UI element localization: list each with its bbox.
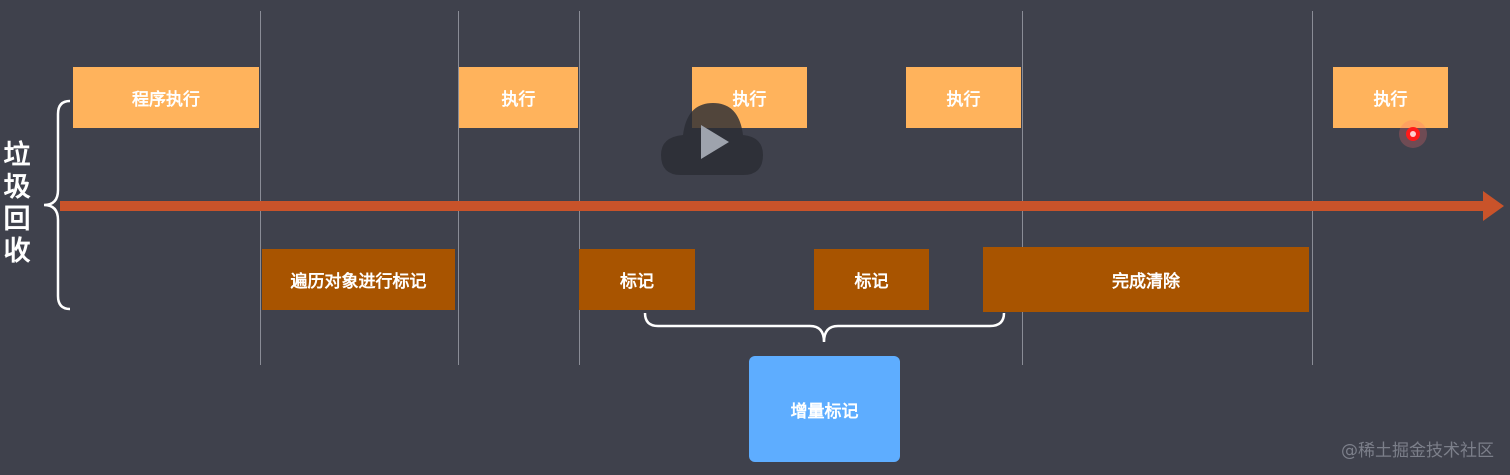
phase-divider xyxy=(260,11,261,365)
cursor-dot-icon xyxy=(1399,120,1427,148)
phase-divider xyxy=(1312,11,1313,365)
gc-sweep-block: 完成清除 xyxy=(983,247,1309,312)
phase-divider xyxy=(458,11,459,365)
execution-block: 执行 xyxy=(1333,67,1448,128)
execution-block: 执行 xyxy=(906,67,1021,128)
gc-mark-block: 标记 xyxy=(579,249,695,310)
phase-divider xyxy=(579,11,580,365)
execution-block: 执行 xyxy=(459,67,578,128)
watermark: @稀土掘金技术社区 xyxy=(1341,441,1494,461)
execution-block: 程序执行 xyxy=(73,67,259,128)
left-brace-icon xyxy=(43,99,71,311)
phase-divider xyxy=(1022,11,1023,365)
gc-mark-block: 标记 xyxy=(814,249,929,310)
play-icon[interactable] xyxy=(661,103,763,175)
incremental-marking-box: 增量标记 xyxy=(749,356,900,462)
gc-mark-block: 遍历对象进行标记 xyxy=(262,249,455,310)
gc-axis-label: 垃圾回收 xyxy=(3,140,31,267)
timeline-arrow-icon xyxy=(60,191,1504,221)
bottom-brace-icon xyxy=(643,312,1006,343)
incremental-marking-label: 增量标记 xyxy=(790,401,859,422)
